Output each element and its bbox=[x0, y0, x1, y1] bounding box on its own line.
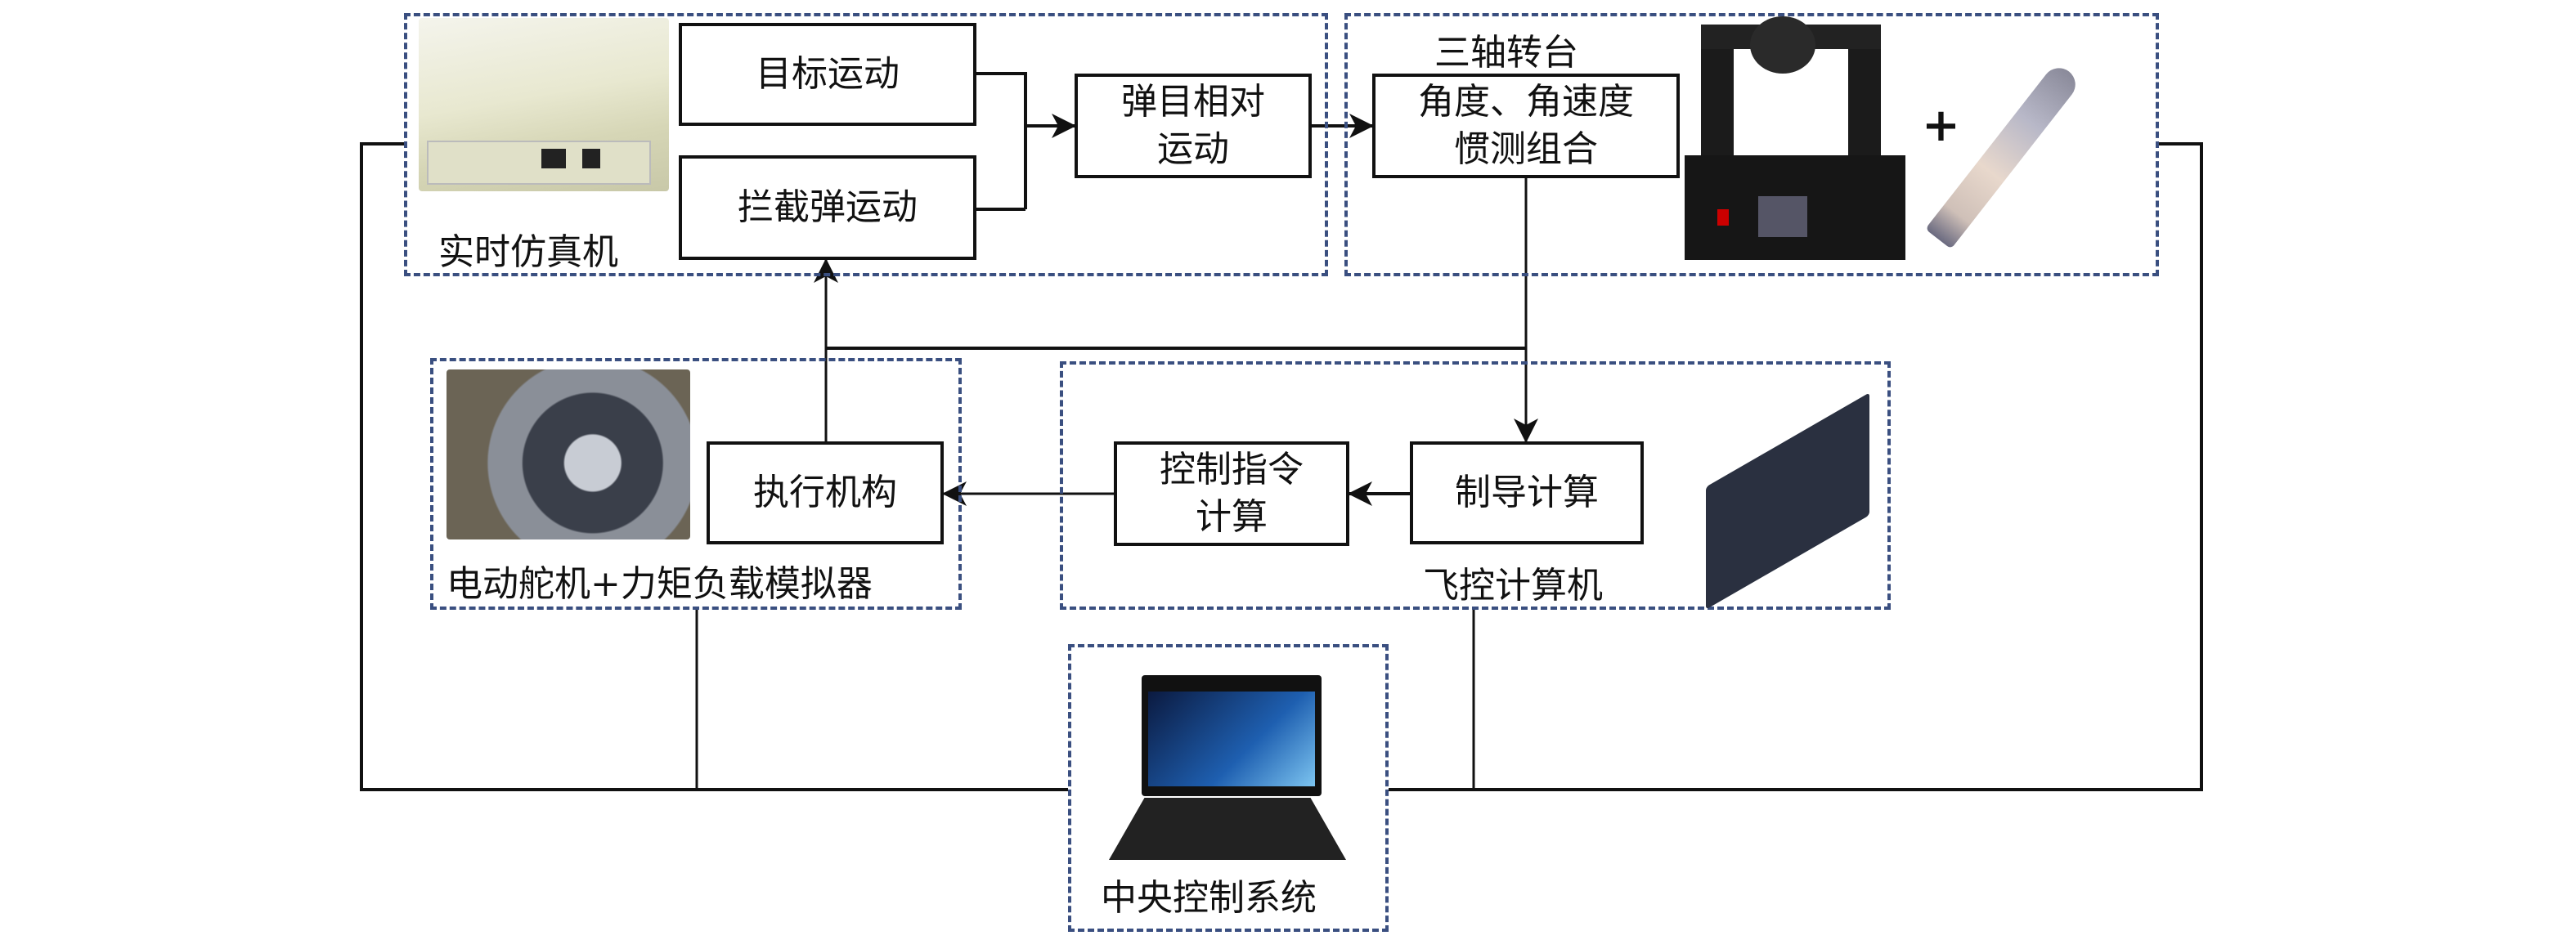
block-control-command-line1: 控制指令 bbox=[1160, 449, 1304, 490]
industrial-pc-photo bbox=[419, 18, 669, 191]
block-actuator: 执行机构 bbox=[707, 441, 944, 544]
group-label-actuator: 电动舵机+力矩负载模拟器 bbox=[447, 563, 873, 605]
laptop-photo bbox=[1109, 675, 1346, 860]
servo-load-simulator-photo bbox=[447, 369, 690, 539]
wire-loop-left bbox=[360, 142, 1068, 791]
group-realtime-simulator bbox=[404, 13, 1328, 276]
group-label-simulator: 实时仿真机 bbox=[438, 231, 618, 273]
group-central-control bbox=[1068, 644, 1389, 932]
group-label-flight-computer: 飞控计算机 bbox=[1423, 565, 1603, 607]
block-interceptor-motion: 拦截弹运动 bbox=[679, 155, 976, 260]
three-axis-turntable-photo bbox=[1685, 16, 1905, 260]
group-label-central: 中央控制系统 bbox=[1101, 877, 1317, 919]
block-target-motion: 目标运动 bbox=[679, 23, 976, 126]
group-flight-computer bbox=[1060, 361, 1891, 610]
wire-target-to-merge bbox=[976, 72, 1027, 209]
block-relative-motion: 弹目相对 运动 bbox=[1075, 74, 1312, 178]
block-imu-line2: 惯测组合 bbox=[1454, 128, 1598, 170]
block-guidance: 制导计算 bbox=[1410, 441, 1644, 544]
block-relative-motion-line2: 运动 bbox=[1157, 128, 1229, 170]
block-imu-line1: 角度、角速度 bbox=[1418, 81, 1634, 123]
group-label-turntable: 三轴转台 bbox=[1434, 32, 1578, 74]
block-relative-motion-line1: 弹目相对 bbox=[1121, 81, 1265, 123]
group-servo-load-simulator bbox=[430, 358, 962, 610]
block-control-command: 控制指令 计算 bbox=[1114, 441, 1349, 546]
group-three-axis-turntable bbox=[1344, 13, 2159, 276]
block-imu: 角度、角速度 惯测组合 bbox=[1372, 74, 1680, 178]
wire-loop-right bbox=[1389, 142, 2203, 791]
plus-sign: + bbox=[1922, 98, 1960, 152]
block-control-command-line2: 计算 bbox=[1196, 496, 1268, 538]
